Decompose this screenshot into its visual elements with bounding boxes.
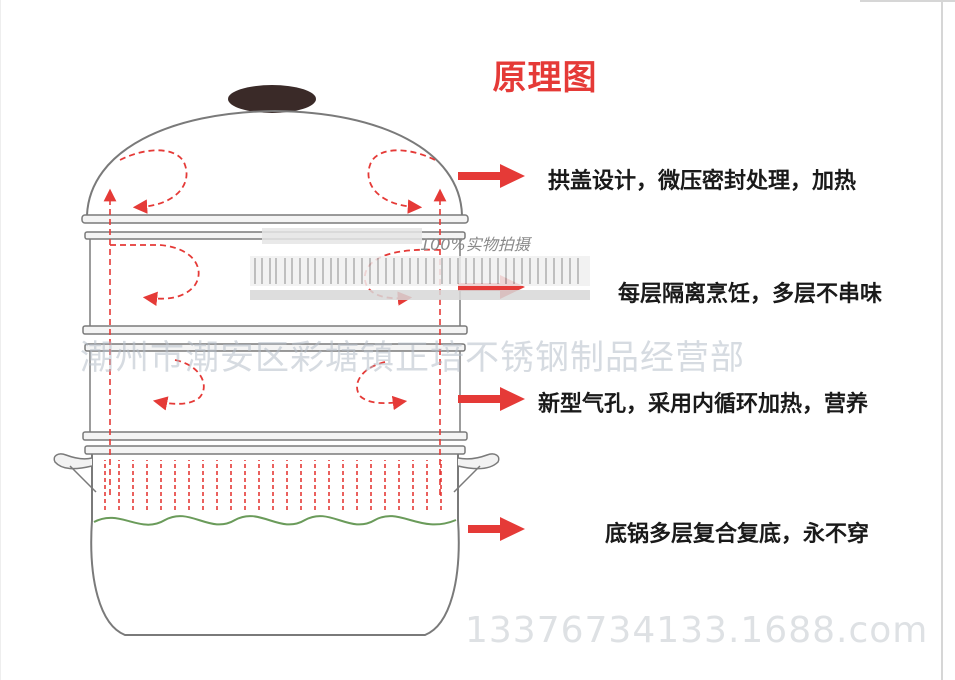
frame-top-line xyxy=(860,0,955,2)
caption-layers: 每层隔离烹饪，多层不串味 xyxy=(618,282,883,307)
tier2-circulation xyxy=(152,359,408,411)
frame-right-line xyxy=(941,0,943,680)
rising-steam xyxy=(104,460,442,510)
lid-circulation xyxy=(119,149,436,214)
right-handle xyxy=(457,453,500,470)
watermark-shop: 潮州市潮安区彩塘镇正培不锈钢制品经营部 xyxy=(80,338,745,378)
left-handle xyxy=(53,453,93,470)
tier1-bottom-ring xyxy=(82,325,468,335)
tier2-top-ring xyxy=(84,343,466,352)
tier2-bottom-ring xyxy=(82,431,468,441)
left-handle-loop xyxy=(69,465,97,493)
right-handle-loop xyxy=(453,465,481,493)
pointer-arrow-3 xyxy=(458,387,525,411)
water-line xyxy=(93,515,457,526)
diagram-title: 原理图 xyxy=(492,58,598,98)
base-top-ring xyxy=(84,445,466,455)
frame-left-line xyxy=(0,0,1,680)
stamp-text: 100%实物拍摄 xyxy=(420,235,530,254)
pointer-arrow-1 xyxy=(458,164,525,188)
caption-lid: 拱盖设计，微压密封处理，加热 xyxy=(548,169,857,194)
lid-knob xyxy=(228,85,316,113)
caption-base: 底锅多层复合复底，永不穿 xyxy=(605,522,870,547)
caption-vents: 新型气孔，采用内循环加热，营养 xyxy=(538,392,869,417)
obscured-stamp xyxy=(250,228,590,300)
steamer-lid xyxy=(86,109,463,216)
pointer-arrow-4 xyxy=(468,517,525,541)
lid-rim xyxy=(81,214,469,224)
watermark-phone: 13376734133.1688.com xyxy=(465,610,925,651)
